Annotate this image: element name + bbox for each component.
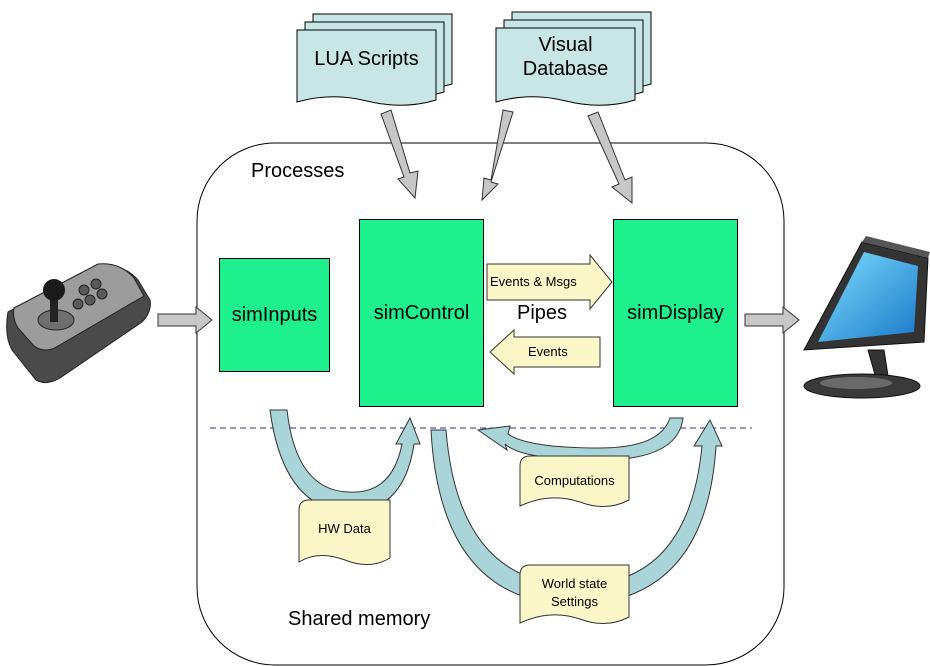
events-label: Events <box>528 344 568 359</box>
pipes-label: Pipes <box>517 302 568 324</box>
flow-control-to-display <box>430 418 723 606</box>
computations-note <box>519 455 630 507</box>
sim-inputs-box: simInputs <box>219 258 330 372</box>
arrow-display-to-monitor <box>744 305 800 335</box>
visual-database-label-line1: Visual <box>538 34 593 56</box>
hw-data-note <box>298 499 391 565</box>
sim-control-box: simControl <box>359 219 484 407</box>
flow-display-to-control <box>476 417 684 461</box>
lua-scripts-document <box>296 13 453 106</box>
visual-database-label-line2: Database <box>522 58 609 80</box>
sim-display-label: simDisplay <box>627 301 724 324</box>
pipe-arrow-events <box>489 328 601 376</box>
sim-control-label: simControl <box>373 301 470 324</box>
pipe-arrow-events-msgs <box>486 253 613 311</box>
sim-inputs-label: simInputs <box>231 303 318 326</box>
joystick-icon <box>6 263 151 384</box>
arrow-joystick-to-inputs <box>157 305 213 335</box>
world-state-label: World state <box>541 576 608 591</box>
shared-memory-label: Shared memory <box>288 608 431 630</box>
arrow-database-to-display <box>587 111 633 205</box>
settings-label: Settings <box>551 594 598 609</box>
visual-database-document <box>495 11 652 106</box>
computations-label: Computations <box>534 473 615 488</box>
sim-display-box: simDisplay <box>613 219 738 407</box>
world-state-note <box>519 564 630 624</box>
hw-data-label: HW Data <box>318 521 371 536</box>
arrow-lua-to-control <box>380 109 419 200</box>
monitor-icon <box>803 236 930 399</box>
events-msgs-label: Events & Msgs <box>490 274 577 289</box>
lua-scripts-label: LUA Scripts <box>314 48 419 70</box>
arrow-database-to-control <box>481 109 514 202</box>
processes-label: Processes <box>251 160 345 182</box>
